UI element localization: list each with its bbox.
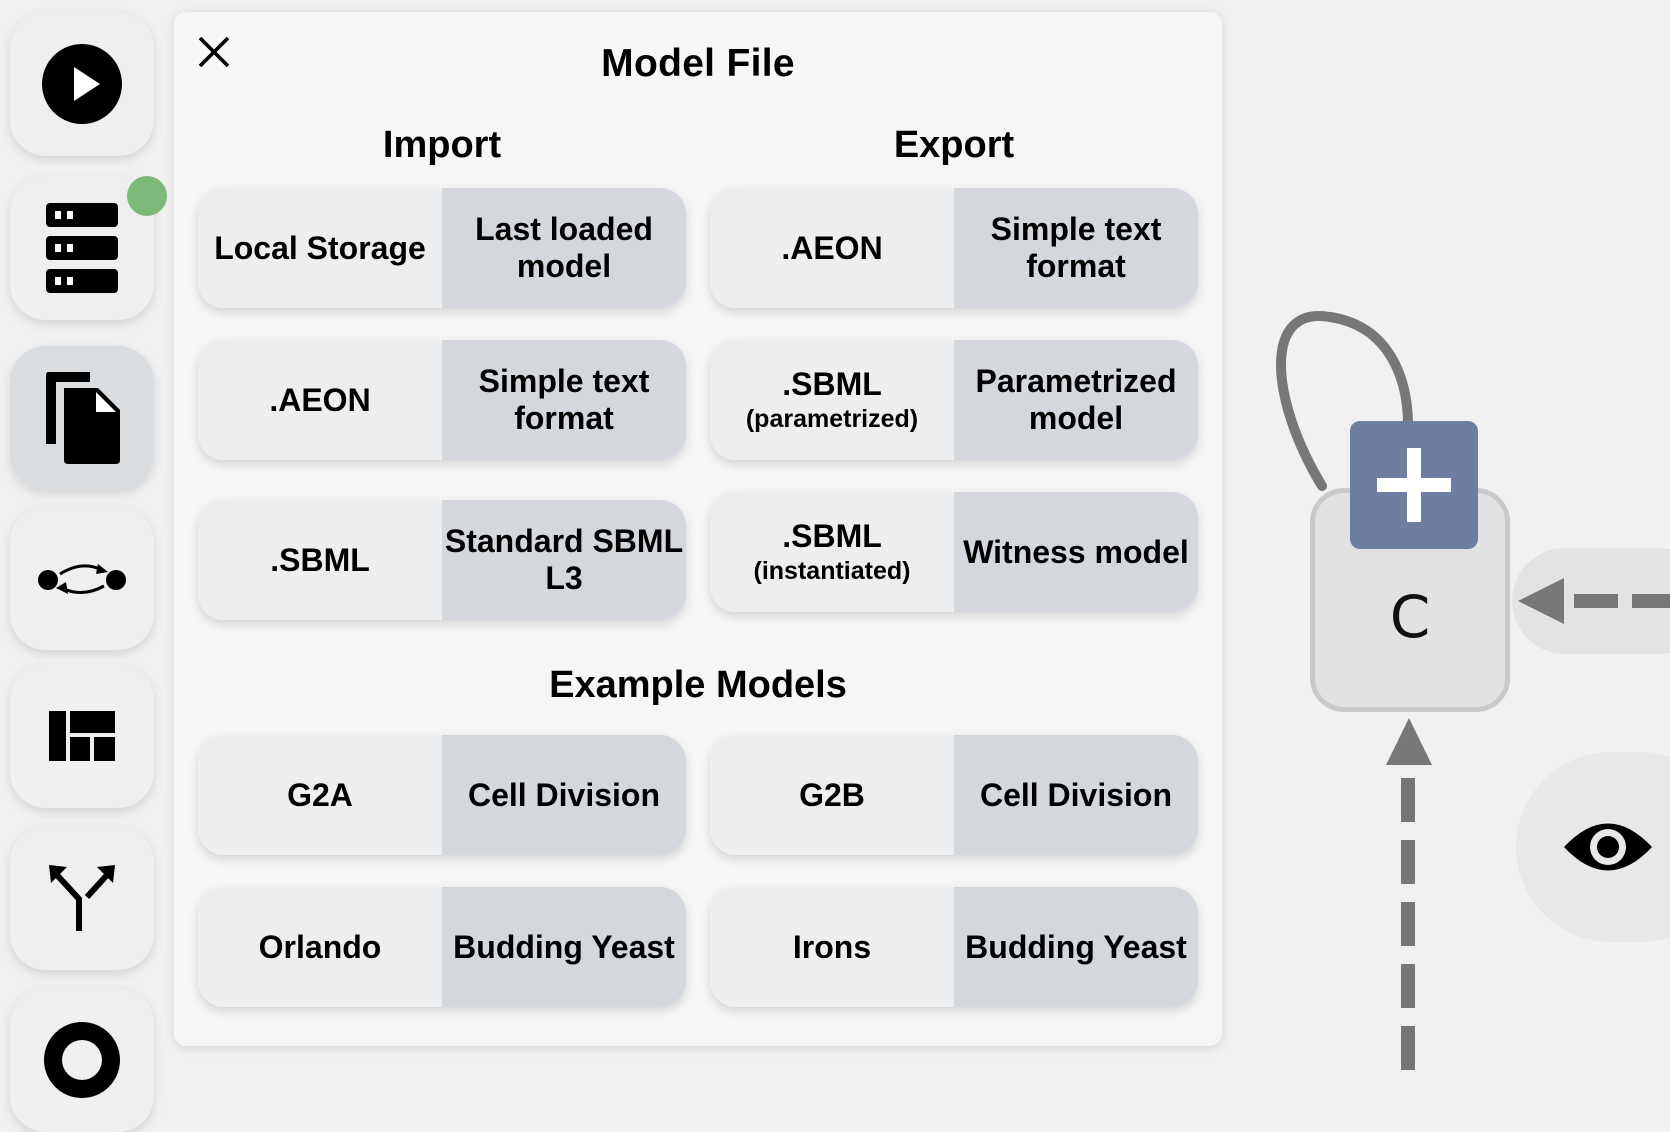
button-sub-label: (parametrized) xyxy=(745,404,919,433)
button-left-label: .AEON xyxy=(710,188,954,308)
example-orlando-button[interactable]: Orlando Budding Yeast xyxy=(198,887,686,1007)
server-icon xyxy=(46,203,118,293)
import-sbml-button[interactable]: .SBML Standard SBML L3 xyxy=(198,500,686,620)
button-sub-label: (instantiated) xyxy=(753,556,911,585)
close-icon[interactable] xyxy=(198,36,230,68)
example-irons-button[interactable]: Irons Budding Yeast xyxy=(710,887,1198,1007)
button-right-label: Simple text format xyxy=(442,340,686,460)
example-g2a-button[interactable]: G2A Cell Division xyxy=(198,735,686,855)
button-right-label: Last loaded model xyxy=(442,188,686,308)
button-right-label: Budding Yeast xyxy=(954,887,1198,1007)
button-right-label: Cell Division xyxy=(442,735,686,855)
play-icon xyxy=(42,44,122,124)
button-left-label: .SBML (parametrized) xyxy=(710,340,954,460)
button-right-label: Standard SBML L3 xyxy=(442,500,686,620)
import-aeon-button[interactable]: .AEON Simple text format xyxy=(198,340,686,460)
self-loop-edge[interactable] xyxy=(1276,310,1413,491)
sidebar-analysis-button[interactable] xyxy=(10,826,154,970)
button-left-label: .SBML (instantiated) xyxy=(710,492,954,612)
graph-canvas[interactable] xyxy=(0,0,1670,1070)
model-file-panel: Model File Import Export Local Storage L… xyxy=(174,12,1222,1046)
sidebar-regulation-button[interactable] xyxy=(10,506,154,650)
button-left-label: G2B xyxy=(710,735,954,855)
server-status-dot xyxy=(127,176,167,216)
eye-icon xyxy=(1564,823,1652,871)
panel-title: Model File xyxy=(601,42,795,85)
sidebar-play-button[interactable] xyxy=(10,12,154,156)
fork-arrows-icon xyxy=(49,865,115,931)
button-right-label: Budding Yeast xyxy=(442,887,686,1007)
button-right-label: Witness model xyxy=(954,492,1198,612)
visibility-button[interactable] xyxy=(1516,752,1670,942)
edge-arrowhead xyxy=(1386,718,1432,765)
button-left-label: .SBML xyxy=(198,500,442,620)
button-left-label: G2A xyxy=(198,735,442,855)
add-regulation-button[interactable] xyxy=(1350,421,1478,549)
sidebar-dashboard-button[interactable] xyxy=(10,664,154,808)
regulation-icon xyxy=(38,564,126,594)
export-aeon-button[interactable]: .AEON Simple text format xyxy=(710,188,1198,308)
button-left-label: Irons xyxy=(710,887,954,1007)
edge-label-pill[interactable] xyxy=(1512,548,1670,654)
button-left-label: Orlando xyxy=(198,887,442,1007)
file-icon xyxy=(46,372,120,464)
sidebar-model-file-button[interactable] xyxy=(10,346,154,490)
node-label: C xyxy=(1389,583,1431,651)
button-left-label: Local Storage xyxy=(198,188,442,308)
button-right-label: Parametrized model xyxy=(954,340,1198,460)
plus-icon xyxy=(1377,448,1451,522)
button-right-label: Cell Division xyxy=(954,735,1198,855)
export-sbml-parametrized-button[interactable]: .SBML (parametrized) Parametrized model xyxy=(710,340,1198,460)
example-g2b-button[interactable]: G2B Cell Division xyxy=(710,735,1198,855)
dashed-inhibit-edge xyxy=(1518,578,1670,624)
export-sbml-instantiated-button[interactable]: .SBML (instantiated) Witness model xyxy=(710,492,1198,612)
button-left-label: .AEON xyxy=(198,340,442,460)
example-models-heading: Example Models xyxy=(549,664,847,706)
import-heading: Import xyxy=(382,124,502,166)
button-right-label: Simple text format xyxy=(954,188,1198,308)
dashboard-icon xyxy=(49,711,115,761)
import-local-storage-button[interactable]: Local Storage Last loaded model xyxy=(198,188,686,308)
sidebar-server-button[interactable] xyxy=(10,176,154,320)
export-heading: Export xyxy=(893,124,1015,166)
